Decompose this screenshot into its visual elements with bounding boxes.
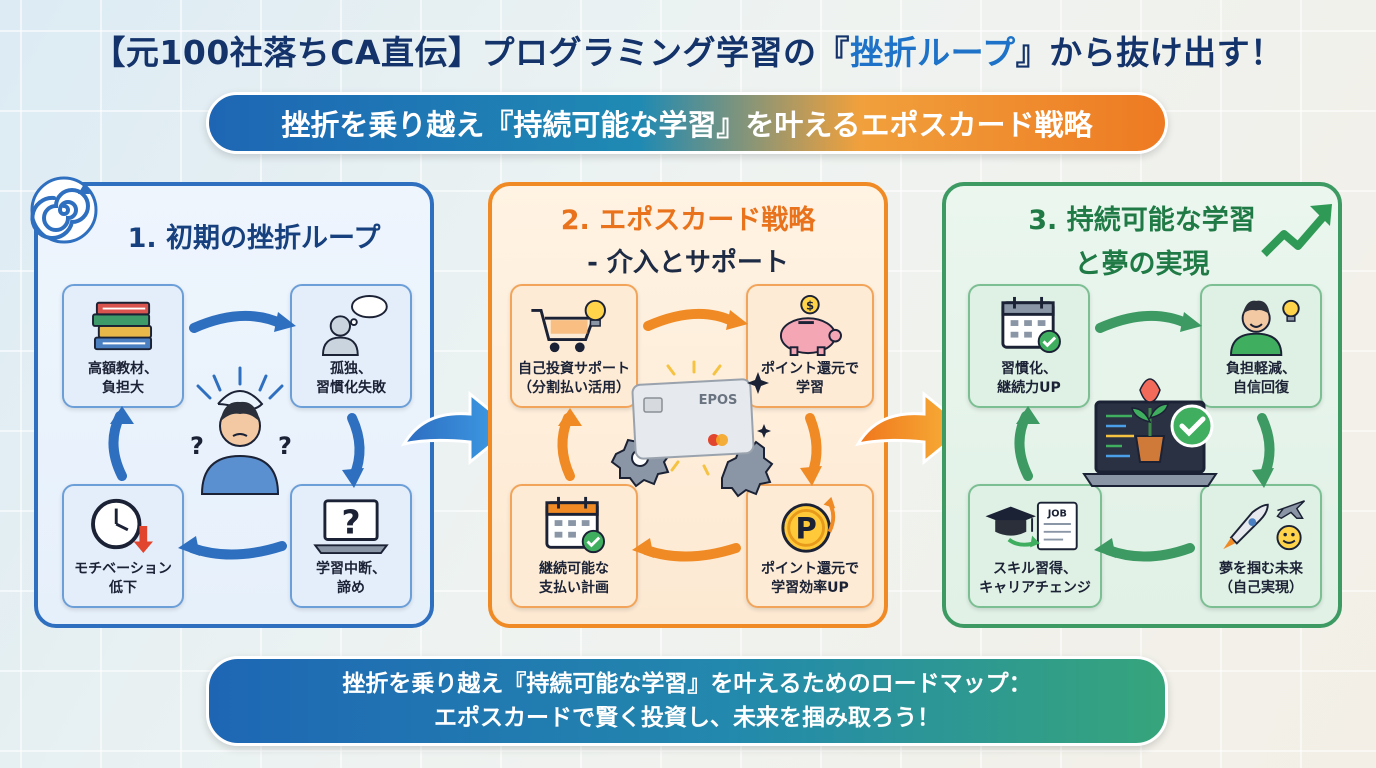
footer-banner: 挫折を乗り越え『持続可能な学習』を叶えるためのロードマップ： エポスカードで賢く… [206, 656, 1168, 746]
cart-bulb-icon [531, 299, 606, 353]
card-point-return: $ ポイント還元で学習 [746, 284, 874, 408]
loop-arrows [1014, 311, 1275, 562]
card-career-change: JOB スキル習得、キャリアチェンジ [968, 484, 1102, 608]
calendar-check-icon [545, 496, 605, 554]
panel-title: 3. 持続可能な学習 [1028, 205, 1256, 236]
loop-arrows [557, 309, 822, 562]
card-point-efficiency: P ポイント還元で学習効率UP [746, 484, 874, 608]
card-quit-learning: ? 学習中断、諦め [290, 484, 412, 608]
card-motivation-drop: モチベーション低下 [62, 484, 184, 608]
laptop-plant-icon [1082, 378, 1218, 487]
spiral-icon [30, 176, 98, 244]
svg-text:P: P [795, 512, 816, 546]
svg-text:$: $ [806, 299, 814, 313]
footer-line-2: エポスカードで賢く投資し、未来を掴み取ろう！ [434, 705, 940, 731]
subtitle-banner: 挫折を乗り越え『持続可能な学習』を叶えるエポスカード戦略 [206, 92, 1168, 154]
svg-text:?: ? [341, 503, 360, 542]
card-label: 孤独、習慣化失敗 [316, 361, 386, 396]
books-icon [92, 301, 153, 351]
card-self-investment: 自己投資サポート（分割払い活用） [510, 284, 638, 408]
card-confidence-recovery: 負担軽減、自信回復 [1200, 284, 1322, 408]
panel-title: 1. 初期の挫折ループ [127, 223, 381, 254]
clock-down-icon [91, 498, 153, 554]
title-highlight: 挫折ループ [850, 33, 1016, 72]
card-habit-building: 習慣化、継続力UP [968, 284, 1090, 408]
card-dream-future: 夢を掴む未来（自己実現） [1200, 484, 1322, 608]
calendar-check-icon [1001, 296, 1061, 354]
person-thinking-icon [321, 295, 388, 356]
panel-subtitle: と夢の実現 [1074, 249, 1210, 280]
card-label: スキル習得、キャリアチェンジ [979, 561, 1091, 596]
growth-arrow-icon [1261, 204, 1332, 257]
card-label: 高額教材、負担大 [88, 361, 158, 396]
card-brand-text: EPOS [699, 393, 738, 408]
rocket-plane-icon [1223, 500, 1306, 551]
panel-frustration-loop: 1. 初期の挫折ループ 高額教材、負担大 孤独、習慣化失敗 ? 学習中断、諦め [30, 176, 434, 628]
svg-text:JOB: JOB [1047, 508, 1067, 519]
panel-sustainable-learning: 3. 持続可能な学習 と夢の実現 習慣化、継続力UP 負担軽減、自信回復 [942, 182, 1342, 628]
card-label: モチベーション低下 [74, 561, 172, 596]
svg-text:?: ? [190, 432, 204, 460]
person-smile-icon [1230, 299, 1300, 356]
card-label: ポイント還元で学習効率UP [761, 561, 859, 596]
card-label: 継続可能な支払い計画 [539, 561, 609, 596]
card-isolation: 孤独、習慣化失敗 [290, 284, 412, 408]
page-title: 【元100社落ちCA直伝】プログラミング学習の『挫折ループ』から抜け出す！ [92, 33, 1284, 72]
card-label: 夢を掴む未来（自己実現） [1219, 561, 1303, 596]
piggy-bank-icon: $ [779, 294, 842, 356]
graduation-job-icon: JOB [985, 501, 1078, 551]
points-coin-icon: P [781, 496, 836, 553]
panel-epos-strategy: 2. エポスカード戦略 - 介入とサポート 自己投資サポート（分割払い活用） $… [488, 182, 888, 628]
card-label: 負担軽減、自信回復 [1226, 361, 1296, 396]
epos-credit-card-icon: EPOS [610, 360, 774, 498]
panel-title: 2. エポスカード戦略 [560, 205, 816, 236]
subtitle-text: 挫折を乗り越え『持続可能な学習』を叶えるエポスカード戦略 [281, 108, 1093, 142]
panel-subtitle: - 介入とサポート [587, 248, 789, 278]
card-payment-plan: 継続可能な支払い計画 [510, 484, 638, 608]
card-label: 学習中断、諦め [316, 561, 386, 596]
card-label: ポイント還元で学習 [761, 361, 859, 396]
card-expensive-materials: 高額教材、負担大 [62, 284, 184, 408]
loop-arrows [108, 311, 365, 560]
laptop-question-icon: ? [313, 499, 389, 555]
confused-person-icon: ? ? [190, 366, 292, 495]
footer-line-1: 挫折を乗り越え『持続可能な学習』を叶えるためのロードマップ： [342, 671, 1032, 697]
card-label: 自己投資サポート（分割払い活用） [518, 361, 630, 396]
card-label: 習慣化、継続力UP [997, 361, 1061, 396]
svg-text:?: ? [278, 432, 292, 460]
